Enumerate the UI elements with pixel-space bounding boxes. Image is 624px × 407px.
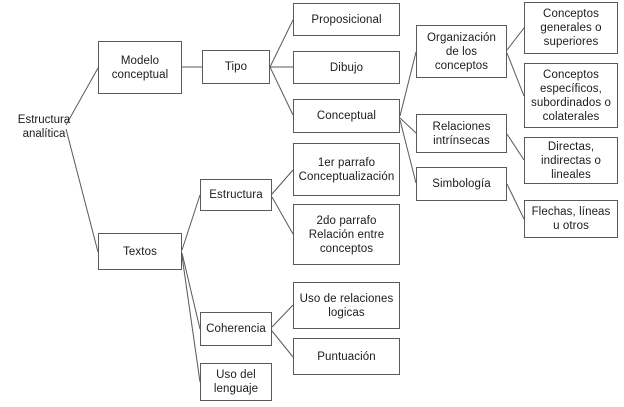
node-label: 1er parrafo Conceptualización — [298, 156, 395, 183]
node-proposicional[interactable]: Proposicional — [293, 3, 400, 36]
edge-conceptual-organizacion — [399, 51, 417, 117]
node-simbologia[interactable]: Simbología — [416, 167, 507, 201]
node-label: Textos — [123, 245, 157, 258]
node-label: Dibujo — [329, 61, 364, 74]
node-label: Relaciones intrínsecas — [432, 120, 491, 147]
edge-organizacion-conceptos-generales — [506, 27, 525, 51]
edge-root-textos — [65, 128, 99, 253]
edge-estructura-segundo-parrafo — [271, 196, 294, 235]
edge-textos-estructura — [181, 194, 201, 251]
edge-relaciones-directas — [506, 133, 525, 161]
node-label: Puntuación — [317, 350, 376, 363]
node-primer-parrafo[interactable]: 1er parrafo Conceptualización — [293, 143, 400, 196]
node-textos[interactable]: Textos — [98, 233, 182, 270]
edge-conceptual-simbologia — [399, 119, 417, 184]
node-label: Estructura analítica — [17, 114, 71, 140]
edge-tipo-proposicional — [269, 19, 294, 68]
node-label: Proposicional — [311, 13, 382, 26]
node-conceptos-especificos[interactable]: Conceptos específicos, subordinados o co… — [524, 63, 618, 128]
node-relaciones-intrinsecas[interactable]: Relaciones intrínsecas — [416, 114, 507, 153]
node-label: Coherencia — [206, 323, 266, 335]
node-conceptos-generales[interactable]: Conceptos generales o superiores — [524, 2, 618, 54]
edge-textos-coherencia — [181, 252, 201, 330]
node-label: Uso del lenguaje — [213, 369, 259, 395]
node-estructura[interactable]: Estructura — [200, 179, 272, 211]
node-label: Conceptual — [316, 110, 377, 122]
node-segundo-parrafo[interactable]: 2do parrafo Relación entre conceptos — [293, 204, 400, 265]
node-puntuacion[interactable]: Puntuación — [293, 338, 400, 375]
node-label: Tipo — [224, 61, 248, 73]
node-label: Directas, indirectas o lineales — [540, 140, 601, 181]
node-label: Organización de los conceptos — [427, 31, 496, 72]
node-label: Simbología — [432, 178, 491, 190]
edge-simbologia-flechas — [506, 183, 525, 220]
node-conceptual[interactable]: Conceptual — [293, 99, 400, 133]
edge-coherencia-puntuacion — [271, 330, 294, 358]
node-directas-indirectas[interactable]: Directas, indirectas o lineales — [524, 137, 618, 184]
edge-estructura-primer-parrafo — [271, 169, 294, 195]
node-label: Uso de relaciones logicas — [299, 292, 394, 319]
node-tipo[interactable]: Tipo — [202, 50, 270, 84]
node-organizacion-de-los-conceptos[interactable]: Organización de los conceptos — [416, 25, 507, 78]
node-label: Modelo conceptual — [111, 54, 169, 81]
node-label: Conceptos generales o superiores — [540, 8, 602, 48]
node-coherencia[interactable]: Coherencia — [200, 312, 272, 346]
edge-coherencia-uso-de-relaciones-logicas — [271, 304, 294, 328]
node-label: Flechas, líneas u otros — [531, 206, 611, 232]
edge-organizacion-conceptos-especificos — [506, 52, 525, 97]
edge-tipo-conceptual — [269, 66, 294, 116]
node-label: Conceptos específicos, subordinados o co… — [530, 68, 612, 123]
node-uso-de-relaciones-logicas[interactable]: Uso de relaciones logicas — [293, 282, 400, 329]
node-uso-del-lenguaje[interactable]: Uso del lenguaje — [200, 363, 272, 401]
node-flechas-lineas[interactable]: Flechas, líneas u otros — [524, 200, 618, 238]
node-dibujo[interactable]: Dibujo — [293, 51, 400, 84]
node-root-estructura-analitica: Estructura analítica — [4, 111, 84, 143]
node-label: 2do parrafo Relación entre conceptos — [308, 214, 385, 255]
node-modelo-conceptual[interactable]: Modelo conceptual — [98, 41, 182, 94]
edge-conceptual-relaciones — [399, 117, 417, 134]
edge-textos-uso-del-lenguaje — [181, 255, 201, 383]
node-label: Estructura — [209, 189, 263, 201]
